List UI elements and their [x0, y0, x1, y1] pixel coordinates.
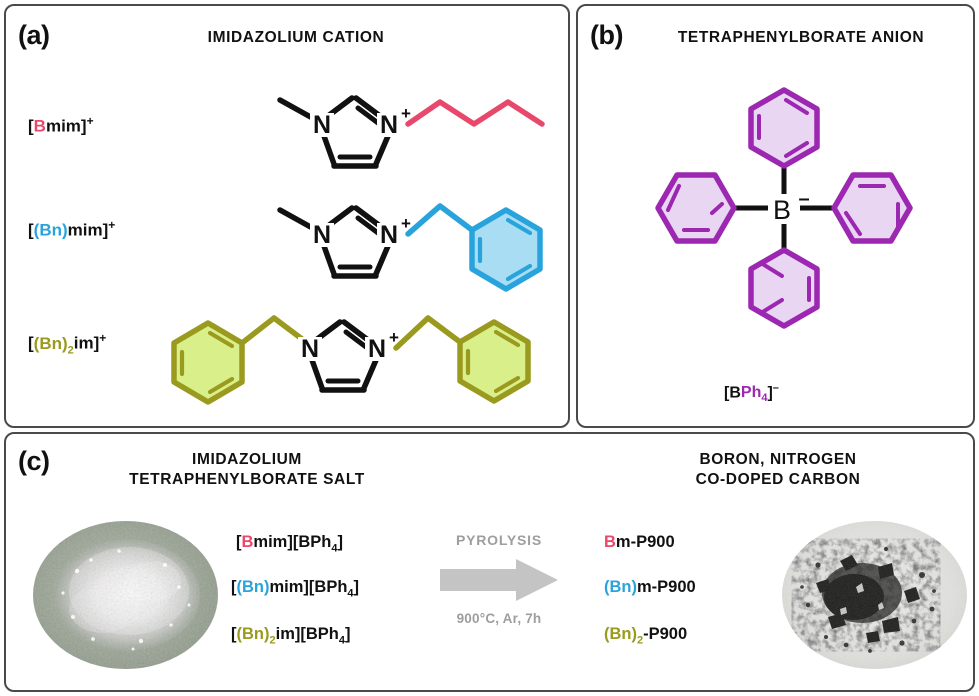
title-left-line1: IMIDAZOLIUM — [192, 451, 302, 468]
highlight-Bn: (Bn) — [236, 625, 270, 643]
highlight-B: B — [33, 116, 46, 136]
subscript-2: 2 — [269, 634, 276, 647]
pyrolysis-conditions: 900°C, Ar, 7h — [456, 611, 542, 626]
phenyl-ring-bottom — [748, 247, 820, 329]
panel-a-imidazolium-cation: (a) IMIDAZOLIUM CATION [Bmim]+ [(Bn)mim]… — [4, 4, 570, 428]
product-rest: m-P900 — [615, 533, 675, 551]
panel-c-title-left: IMIDAZOLIUM TETRAPHENYLBORATE SALT — [102, 450, 392, 490]
svg-text:N: N — [380, 111, 398, 139]
panel-a-title: IMIDAZOLIUM CATION — [207, 29, 385, 46]
bracket-open: [ — [724, 384, 730, 402]
highlight-Bn: (Bn) — [33, 220, 68, 240]
row-label-bnmim: [(Bn)mim]+ — [28, 218, 115, 241]
row-label-bmim: [Bmim]+ — [28, 114, 94, 137]
svg-text:N: N — [301, 335, 319, 363]
arrow-right-icon — [440, 559, 558, 601]
bracket-open: [ — [236, 533, 242, 551]
label-rest: mim] — [67, 220, 109, 240]
benzene-ring-blue — [469, 207, 543, 292]
charge-sup: + — [86, 114, 94, 128]
subscript-2: 2 — [636, 634, 644, 647]
title-right-line2: CO-DOPED CARBON — [695, 470, 861, 488]
atom-B: B — [729, 384, 741, 402]
label-rest: im] — [73, 333, 100, 353]
salt-rest: mim][BPh — [253, 533, 332, 551]
salt-label-1: [Bmim][BPh4] — [236, 533, 343, 554]
panel-a-letter: (a) — [18, 20, 50, 50]
bracket-open: [ — [231, 578, 237, 596]
subscript-4: 4 — [347, 587, 354, 600]
benzene-ring-olive-left — [171, 320, 245, 405]
title-left-line2: TETRAPHENYLBORATE SALT — [129, 470, 365, 488]
ion-label-bph4: [BPh4]– — [724, 382, 779, 405]
phenyl-ring-right — [831, 172, 913, 244]
svg-text:B: B — [773, 195, 791, 225]
salt-photo-graphic — [33, 521, 218, 669]
bracket-open: [ — [231, 625, 237, 643]
salt-rest: mim][BPh — [269, 578, 348, 596]
charge-sup: – — [772, 382, 779, 394]
structure-tetraphenylborate: B – — [655, 87, 913, 329]
subscript-4: 4 — [331, 542, 338, 555]
salt-label-2: [(Bn)mim][BPh4] — [231, 578, 359, 599]
panel-c-letter: (c) — [18, 446, 50, 476]
pyrolysis-arrow-block: PYROLYSIS 900°C, Ar, 7h — [424, 532, 574, 626]
benzene-ring-olive-right — [457, 319, 531, 404]
charge-sup: + — [108, 218, 116, 232]
photo-imidazolium-salt — [33, 521, 218, 669]
photo-doped-carbon — [782, 521, 967, 669]
svg-text:N: N — [313, 111, 331, 139]
product-label-2: (Bn)m-P900 — [604, 578, 696, 597]
structure-bmim: N N + — [277, 95, 545, 169]
svg-text:+: + — [389, 328, 399, 347]
panel-b-title: TETRAPHENYLBORATE ANION — [677, 29, 925, 46]
svg-text:+: + — [401, 214, 411, 233]
product-rest: -P900 — [643, 625, 688, 643]
bracket-open: [ — [28, 220, 34, 240]
charge-sup: + — [99, 331, 107, 345]
title-right-line1: BORON, NITROGEN — [699, 451, 857, 468]
bracket-close: ] — [353, 578, 360, 596]
highlight-Bn2: (Bn)2 — [236, 625, 276, 647]
svg-text:N: N — [313, 221, 331, 249]
svg-text:+: + — [401, 104, 411, 123]
panel-b-letter: (b) — [590, 20, 623, 50]
product-label-3: (Bn)2-P900 — [604, 625, 687, 646]
phenyl-ring-top — [748, 87, 820, 169]
bracket-close: ] — [767, 384, 773, 402]
structure-bn2im: N N + — [171, 315, 531, 405]
highlight-Ph: Ph4 — [740, 384, 768, 404]
label-rest: mim] — [45, 116, 87, 136]
highlight-Bn: (Bn) — [33, 333, 68, 353]
bracket-close: ] — [344, 625, 351, 643]
svg-text:–: – — [798, 188, 809, 210]
svg-text:N: N — [380, 221, 398, 249]
product-label-1: Bm-P900 — [604, 533, 675, 552]
bracket-open: [ — [28, 116, 34, 136]
product-rest: m-P900 — [636, 578, 696, 596]
highlight-Bn: (Bn) — [236, 578, 270, 596]
bracket-open: [ — [28, 333, 34, 353]
salt-rest: im][BPh — [275, 625, 339, 643]
highlight-Bn: (Bn) — [604, 625, 637, 643]
highlight-Bn: (Bn) — [604, 578, 637, 596]
bracket-close: ] — [337, 533, 343, 551]
subscript-2: 2 — [67, 344, 74, 357]
subscript-4: 4 — [761, 392, 768, 405]
salt-label-3: [(Bn)2im][BPh4] — [231, 625, 350, 646]
subscript-4: 4 — [338, 634, 345, 647]
row-label-bn2im: [(Bn)2im]+ — [28, 331, 106, 356]
highlight-B: B — [241, 533, 254, 551]
highlight-Bn2: (Bn)2 — [604, 625, 644, 647]
ph-text: Ph — [740, 384, 762, 402]
panel-c-title-right: BORON, NITROGEN CO-DOPED CARBON — [628, 450, 928, 490]
pyrolysis-caption: PYROLYSIS — [455, 532, 543, 548]
panel-b-tetraphenylborate-anion: (b) TETRAPHENYLBORATE ANION — [576, 4, 975, 428]
phenyl-ring-left — [655, 172, 737, 244]
highlight-B: B — [604, 533, 616, 551]
svg-text:N: N — [368, 335, 386, 363]
structure-bnmim: N N + — [277, 203, 543, 292]
highlight-Bn2: (Bn)2 — [33, 333, 74, 357]
carbon-photo-graphic — [782, 521, 967, 669]
